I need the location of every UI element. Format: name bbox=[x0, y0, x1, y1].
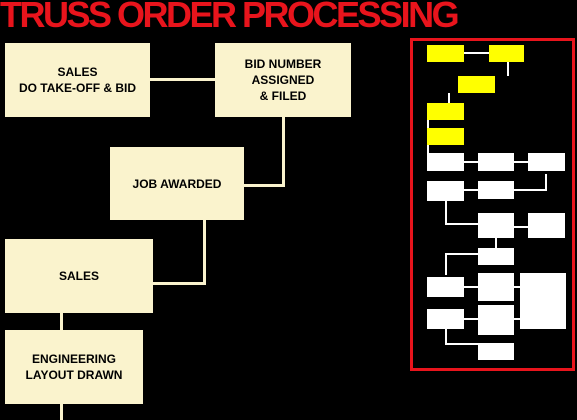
connector-engineering-down bbox=[60, 404, 63, 420]
connector-sales-to-engineering bbox=[60, 313, 63, 330]
step-bid-number-line3: & FILED bbox=[259, 89, 307, 103]
step-bid-number-line2: ASSIGNED bbox=[251, 73, 315, 87]
mini-box-white bbox=[520, 273, 566, 329]
mini-connector bbox=[427, 118, 429, 128]
mini-connector bbox=[507, 62, 509, 76]
mini-box-yellow bbox=[489, 45, 524, 62]
mini-box-white bbox=[478, 213, 514, 238]
mini-box-white bbox=[478, 343, 514, 360]
step-sales-bid-line1: SALES bbox=[57, 65, 98, 79]
mini-connector bbox=[445, 201, 447, 225]
mini-connector bbox=[464, 286, 478, 288]
mini-connector bbox=[448, 93, 450, 103]
step-sales-bid-line2: DO TAKE-OFF & BID bbox=[18, 81, 137, 95]
page-title: TRUSS ORDER PROCESSING bbox=[0, 0, 460, 35]
mini-box-white bbox=[478, 153, 514, 171]
step-job-awarded: JOB AWARDED bbox=[110, 147, 244, 220]
mini-connector bbox=[545, 174, 547, 191]
mini-connector bbox=[427, 145, 429, 153]
step-engineering-line2: LAYOUT DRAWN bbox=[25, 368, 123, 382]
mini-box-white bbox=[427, 153, 464, 171]
overview-minimap bbox=[410, 38, 575, 371]
mini-box-yellow bbox=[427, 45, 464, 62]
mini-box-white bbox=[528, 213, 565, 238]
connector-awarded-to-sales-h bbox=[153, 282, 206, 285]
mini-box-yellow bbox=[458, 76, 495, 93]
mini-connector bbox=[445, 329, 447, 345]
step-engineering-line1: ENGINEERING bbox=[31, 352, 116, 366]
mini-connector bbox=[514, 161, 528, 163]
mini-connector bbox=[445, 253, 478, 255]
step-bid-number: BID NUMBER ASSIGNED & FILED bbox=[215, 43, 351, 117]
mini-box-white bbox=[528, 153, 565, 171]
mini-box-white bbox=[478, 248, 514, 265]
mini-box-yellow bbox=[427, 128, 464, 145]
step-engineering: ENGINEERING LAYOUT DRAWN bbox=[5, 330, 143, 404]
mini-connector bbox=[464, 318, 478, 320]
mini-connector bbox=[514, 318, 520, 320]
mini-connector bbox=[445, 253, 447, 275]
mini-box-white bbox=[478, 305, 514, 335]
connector-bid-to-awarded-h bbox=[244, 184, 285, 187]
mini-box-yellow bbox=[427, 103, 464, 120]
step-sales: SALES bbox=[5, 239, 153, 313]
mini-connector bbox=[495, 238, 497, 248]
mini-connector bbox=[464, 161, 478, 163]
step-bid-number-line1: BID NUMBER bbox=[244, 57, 322, 71]
mini-box-white bbox=[427, 181, 464, 201]
connector-awarded-to-sales-v bbox=[203, 220, 206, 285]
step-sales-label: SALES bbox=[58, 269, 99, 283]
mini-connector bbox=[464, 52, 489, 54]
mini-box-white bbox=[427, 277, 464, 297]
mini-connector bbox=[445, 343, 478, 345]
mini-box-white bbox=[478, 181, 514, 199]
mini-box-white bbox=[427, 309, 464, 329]
mini-connector bbox=[464, 189, 478, 191]
connector-bid-to-awarded-v bbox=[282, 117, 285, 187]
step-sales-bid: SALES DO TAKE-OFF & BID bbox=[5, 43, 150, 117]
step-job-awarded-label: JOB AWARDED bbox=[132, 176, 222, 191]
connector-sales-to-bid bbox=[150, 78, 215, 81]
mini-connector bbox=[445, 223, 478, 225]
mini-connector bbox=[514, 189, 547, 191]
mini-box-white bbox=[478, 273, 514, 301]
mini-connector bbox=[514, 226, 528, 228]
mini-connector bbox=[514, 286, 520, 288]
